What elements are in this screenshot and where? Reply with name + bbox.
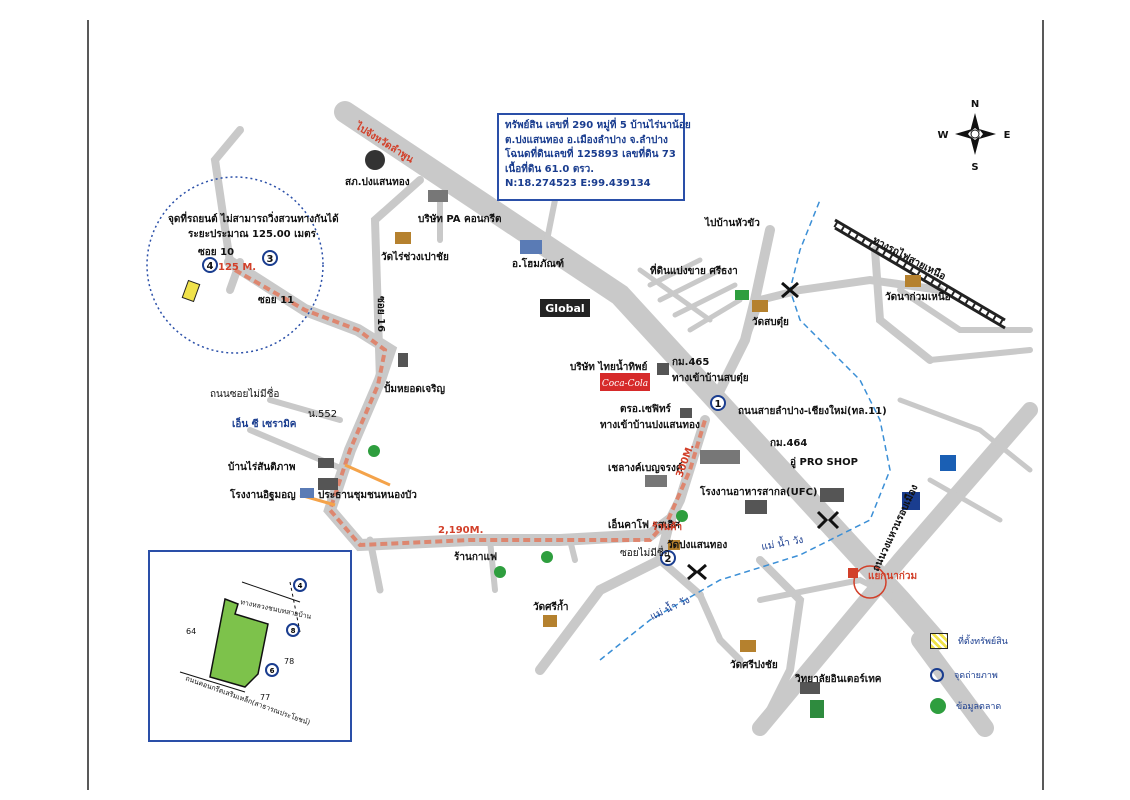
svg-text:ซอย 16: ซอย 16 xyxy=(375,296,386,332)
route-line xyxy=(234,268,707,548)
inset-road-label: ทางหลวงชนบทสายบ้าน xyxy=(240,598,313,621)
railway-line xyxy=(833,218,1007,330)
svg-text:W: W xyxy=(937,130,948,141)
info-line: โฉนดที่ดินเลขที่ 125893 เลขที่ดิน 73 xyxy=(505,149,676,160)
svg-text:บริษัท ไทยน้ำทิพย์: บริษัท ไทยน้ำทิพย์ xyxy=(570,359,647,373)
market-data-markers xyxy=(368,445,688,578)
svg-text:ซอย 11: ซอย 11 xyxy=(258,295,294,306)
market-data-icon xyxy=(930,698,946,714)
svg-text:S: S xyxy=(971,162,978,173)
svg-text:N: N xyxy=(971,99,979,110)
svg-text:โรงงานอิฐมอญ: โรงงานอิฐมอญ xyxy=(229,488,296,501)
svg-text:วัดนาก่วมเหนือ: วัดนาก่วมเหนือ xyxy=(885,291,951,303)
svg-text:วัดปงแสนทอง: วัดปงแสนทอง xyxy=(667,539,727,551)
info-line: ต.ปงแสนทอง อ.เมืองลำปาง จ.ลำปาง xyxy=(505,134,668,146)
legend-item-camera: จุดถ่ายภาพ xyxy=(930,668,998,682)
camera-point-icon xyxy=(930,668,944,682)
svg-text:วัดศรีก้ำ: วัดศรีก้ำ xyxy=(533,599,569,613)
svg-text:2: 2 xyxy=(665,554,672,565)
inset-camera-point: 8 xyxy=(286,623,300,637)
svg-text:3: 3 xyxy=(267,254,274,265)
svg-text:เชลางค์เบญจรงค์: เชลางค์เบญจรงค์ xyxy=(608,462,683,474)
svg-text:8: 8 xyxy=(291,627,296,635)
camera-point-2: 2 xyxy=(660,550,676,566)
svg-text:ตรอ.เซฟิทร์: ตรอ.เซฟิทร์ xyxy=(620,403,672,415)
svg-text:วัดศรีปงชัย: วัดศรีปงชัย xyxy=(730,659,778,671)
svg-text:Coca-Cola: Coca-Cola xyxy=(602,379,648,389)
property-hatch-icon xyxy=(181,279,201,303)
svg-text:กม.465: กม.465 xyxy=(672,357,709,368)
svg-text:2,190M.: 2,190M. xyxy=(438,525,483,536)
svg-text:กม.464: กม.464 xyxy=(770,438,807,449)
svg-text:เอ็นคาโฟ รสเลิศ: เอ็นคาโฟ รสเลิศ xyxy=(608,517,681,531)
narrow-road-circle xyxy=(146,176,324,354)
legend-label: จุดถ่ายภาพ xyxy=(954,671,998,681)
svg-text:ประธานชุมชนหนองบัว: ประธานชุมชนหนองบัว xyxy=(318,489,417,501)
market-line xyxy=(344,463,391,487)
legend-item-market: ข้อมูลตลาด xyxy=(930,698,1001,714)
legend-label: ที่ตั้งทรัพย์สิน xyxy=(958,637,1008,647)
parcel-shape xyxy=(209,597,269,688)
svg-text:ถนนสายลำปาง-เชียงใหม่(ทล.11): ถนนสายลำปาง-เชียงใหม่(ทล.11) xyxy=(738,404,887,417)
cocacola-logo: Coca-Cola xyxy=(600,373,650,391)
svg-text:ทางเข้าบ้านปงแสนทอง: ทางเข้าบ้านปงแสนทอง xyxy=(600,419,700,431)
svg-text:ซอยไม่มีชื่อ: ซอยไม่มีชื่อ xyxy=(620,545,670,559)
camera-point-3: 3 xyxy=(262,250,278,266)
inset-camera-point: 6 xyxy=(265,663,279,677)
svg-text:สภ.ปงแสนทอง: สภ.ปงแสนทอง xyxy=(345,176,410,188)
svg-text:E: E xyxy=(1004,130,1011,141)
inset-plot-number: 78 xyxy=(284,657,294,666)
intersection-circle xyxy=(853,565,887,599)
global-logo: Global xyxy=(540,299,590,317)
inset-plot-number: 77 xyxy=(260,693,270,702)
map-labels: ไปจังหวัดลำพูน สภ.ปงแสนทอง บริษัท PA คอน… xyxy=(168,119,951,685)
svg-text:จุดที่รถยนต์ ไม่สามารถวิ่งสวนท: จุดที่รถยนต์ ไม่สามารถวิ่งสวนทางกันได้ xyxy=(168,211,339,225)
svg-text:วิทยาลัยอินเตอร์เทค: วิทยาลัยอินเตอร์เทค xyxy=(795,673,882,685)
svg-text:แม่ น้ำ วัง: แม่ น้ำ วัง xyxy=(760,532,804,553)
svg-text:เอ็น ซี เซรามิค: เอ็น ซี เซรามิค xyxy=(232,416,297,430)
svg-text:6: 6 xyxy=(270,667,275,675)
compass-icon: N S W E xyxy=(937,99,1010,173)
inset-camera-point: 4 xyxy=(293,578,307,592)
svg-text:125 M.: 125 M. xyxy=(218,262,256,273)
svg-text:โรงงานอาหารสากล(UFC): โรงงานอาหารสากล(UFC) xyxy=(699,485,818,498)
info-line: เนื้อที่ดิน 61.0 ตรว. xyxy=(505,163,595,175)
svg-text:แยกนาก่วม: แยกนาก่วม xyxy=(868,570,917,582)
svg-text:4: 4 xyxy=(298,582,303,590)
svg-text:ร้านค้า: ร้านค้า xyxy=(652,521,682,533)
property-hatch-icon xyxy=(930,633,948,649)
svg-text:ที่ดินแบ่งขาย ศรีธงา: ที่ดินแบ่งขาย ศรีธงา xyxy=(650,263,738,277)
svg-text:บ้านไร่สันติภาพ: บ้านไร่สันติภาพ xyxy=(228,460,296,473)
svg-text:4: 4 xyxy=(207,261,214,272)
info-line: ทรัพย์สิน เลขที่ 290 หมู่ที่ 5 บ้านไร่นา… xyxy=(505,120,691,131)
svg-text:ระยะประมาณ 125.00 เมตร: ระยะประมาณ 125.00 เมตร xyxy=(188,228,317,240)
svg-text:ปั้มหยอดเจริญ: ปั้มหยอดเจริญ xyxy=(384,381,446,395)
parcel-plan: ทางหลวงชนบทสายบ้าน ถนนคอนกรีตเสริมเหล็ก(… xyxy=(179,578,313,727)
svg-text:วัดไร่ช่วงเปาชัย: วัดไร่ช่วงเปาชัย xyxy=(381,250,449,263)
inset-plot-number: 64 xyxy=(186,627,196,636)
info-line: N:18.274523 E:99.439134 xyxy=(505,178,651,189)
bridge-icon xyxy=(687,281,840,581)
svg-text:ทางเข้าบ้านสบตุ๋ย: ทางเข้าบ้านสบตุ๋ย xyxy=(672,372,749,384)
legend-item-property: ที่ตั้งทรัพย์สิน xyxy=(930,633,1008,649)
svg-text:ไปบ้านหัวขัว: ไปบ้านหัวขัว xyxy=(704,216,760,229)
legend-label: ข้อมูลตลาด xyxy=(956,702,1002,712)
camera-point-1: 1 xyxy=(710,395,726,411)
svg-text:1: 1 xyxy=(715,399,722,410)
svg-text:ร้านกาแฟ: ร้านกาแฟ xyxy=(454,551,497,563)
svg-text:วัดสบตุ๋ย: วัดสบตุ๋ย xyxy=(752,316,789,328)
property-info-box: ทรัพย์สิน เลขที่ 290 หมู่ที่ 5 บ้านไร่นา… xyxy=(497,113,691,201)
svg-text:อู่ PRO SHOP: อู่ PRO SHOP xyxy=(790,456,858,469)
svg-text:บริษัท PA คอนกรีต: บริษัท PA คอนกรีต xyxy=(418,213,501,225)
svg-text:แม่ น้ำ วัง: แม่ น้ำ วัง xyxy=(647,592,691,623)
camera-point-4: 4 xyxy=(202,257,218,273)
svg-text:ซอย 10: ซอย 10 xyxy=(198,247,234,258)
building-icons xyxy=(300,150,956,718)
parcel-inset: ทางหลวงชนบทสายบ้าน ถนนคอนกรีตเสริมเหล็ก(… xyxy=(148,550,352,742)
svg-text:น.552: น.552 xyxy=(308,409,337,420)
svg-text:ถนนซอยไม่มีชื่อ: ถนนซอยไม่มีชื่อ xyxy=(210,386,279,400)
svg-text:Global: Global xyxy=(545,302,584,315)
svg-text:อ.โฮมภัณฑ์: อ.โฮมภัณฑ์ xyxy=(512,257,564,270)
